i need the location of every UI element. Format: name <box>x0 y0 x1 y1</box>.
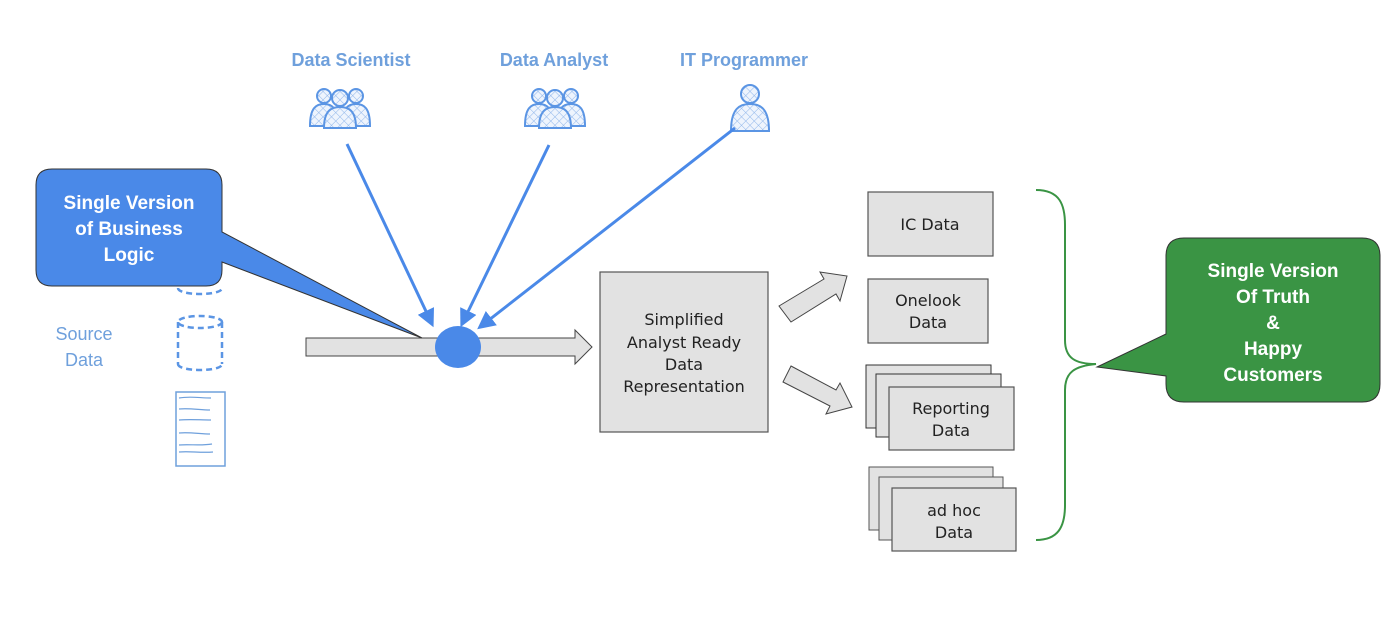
database-icon <box>176 287 224 296</box>
output-adhoc-data: ad hoc Data <box>868 466 1017 552</box>
box-line: Data <box>665 355 703 374</box>
box-line: Reporting <box>912 399 990 418</box>
business-logic-callout: Single Version of Business Logic <box>35 168 423 339</box>
callout-line: Single Version <box>1208 261 1339 282</box>
box-line: ad hoc <box>927 501 981 520</box>
output-reporting-data: Reporting Data <box>865 364 1015 451</box>
callout-line: of Business <box>75 219 183 240</box>
box-line: Data <box>909 313 947 332</box>
source-data-label: Source <box>55 324 112 344</box>
role-label-data-analyst: Data Analyst <box>500 50 608 70</box>
callout-line: & <box>1266 313 1280 334</box>
user-group-icon <box>308 88 372 129</box>
user-icon <box>729 84 771 132</box>
arrow-up-right <box>778 271 848 323</box>
database-icon <box>176 314 224 372</box>
box-line: Onelook <box>895 291 962 310</box>
arrow-data-analyst <box>460 144 551 328</box>
role-label-it-programmer: IT Programmer <box>680 50 808 70</box>
box-line: IC Data <box>900 215 959 234</box>
output-onelook-data: Onelook Data <box>867 278 989 344</box>
callout-line: Logic <box>104 245 155 266</box>
arrow-it-programmer <box>477 126 736 330</box>
callout-line: Customers <box>1223 365 1322 386</box>
document-icon <box>175 391 226 467</box>
grouping-brace <box>1035 189 1097 541</box>
box-line: Representation <box>623 377 745 396</box>
box-line: Simplified <box>644 310 723 329</box>
integration-hub <box>435 326 481 368</box>
arrow-down-right <box>782 365 853 415</box>
callout-line: Single Version <box>64 193 195 214</box>
user-group-icon <box>523 88 587 129</box>
role-label-data-scientist: Data Scientist <box>291 50 410 70</box>
callout-line: Happy <box>1244 339 1303 360</box>
arrow-data-scientist <box>345 143 434 328</box>
output-ic-data: IC Data <box>867 191 994 257</box>
box-line: Analyst Ready <box>627 333 741 352</box>
box-line: Data <box>935 523 973 542</box>
callout-line: Of Truth <box>1236 287 1310 308</box>
source-data-label-line2: Data <box>65 350 104 370</box>
box-line: Data <box>932 421 970 440</box>
analyst-ready-data-box: Simplified Analyst Ready Data Representa… <box>599 271 769 433</box>
truth-callout: Single Version Of Truth & Happy Customer… <box>1095 237 1381 403</box>
